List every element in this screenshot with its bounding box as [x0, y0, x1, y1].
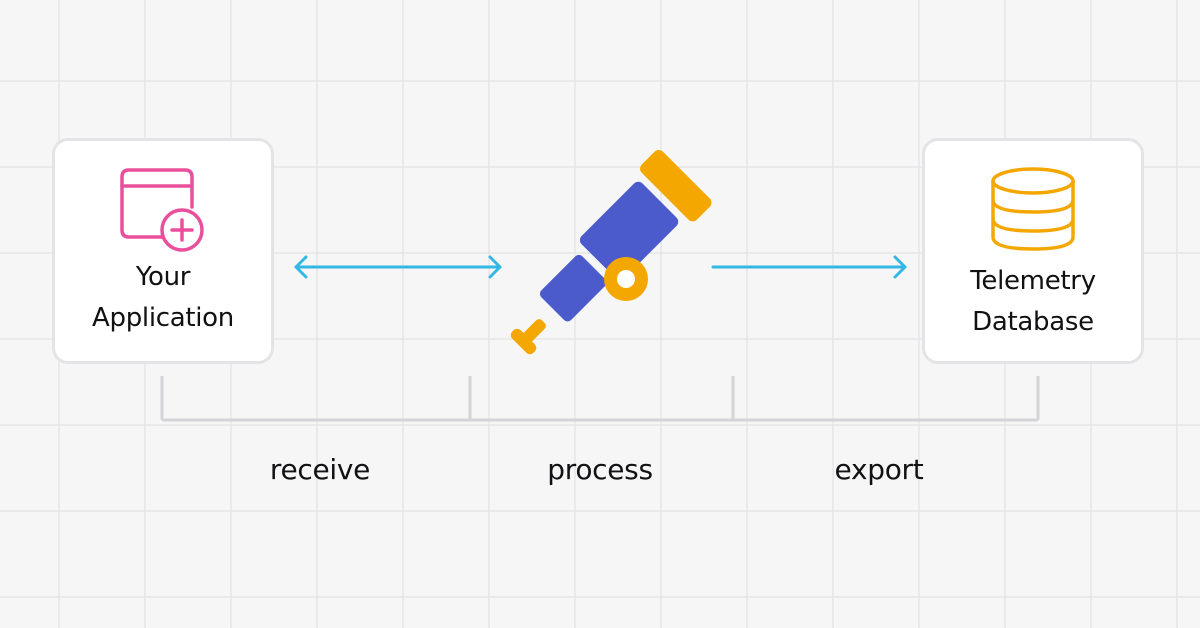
stage-label-export: export: [834, 453, 924, 486]
database-label: Telemetry Database: [925, 261, 1141, 343]
application-label-line2: Application: [92, 303, 234, 333]
stage-bracket: [160, 376, 1040, 422]
stage-label-process: process: [547, 453, 653, 486]
application-label: Your Application: [55, 257, 271, 339]
export-arrow: [711, 255, 907, 279]
telescope-icon: [510, 149, 712, 355]
database-node: Telemetry Database: [922, 138, 1144, 364]
application-window-plus-icon: [55, 167, 271, 252]
database-label-line2: Database: [972, 307, 1094, 337]
stage-label-receive: receive: [269, 453, 371, 486]
database-icon: [925, 167, 1141, 251]
bidirectional-arrow: [294, 255, 502, 279]
application-node: Your Application: [52, 138, 274, 364]
database-label-line1: Telemetry: [970, 266, 1096, 296]
application-label-line1: Your: [135, 262, 191, 292]
